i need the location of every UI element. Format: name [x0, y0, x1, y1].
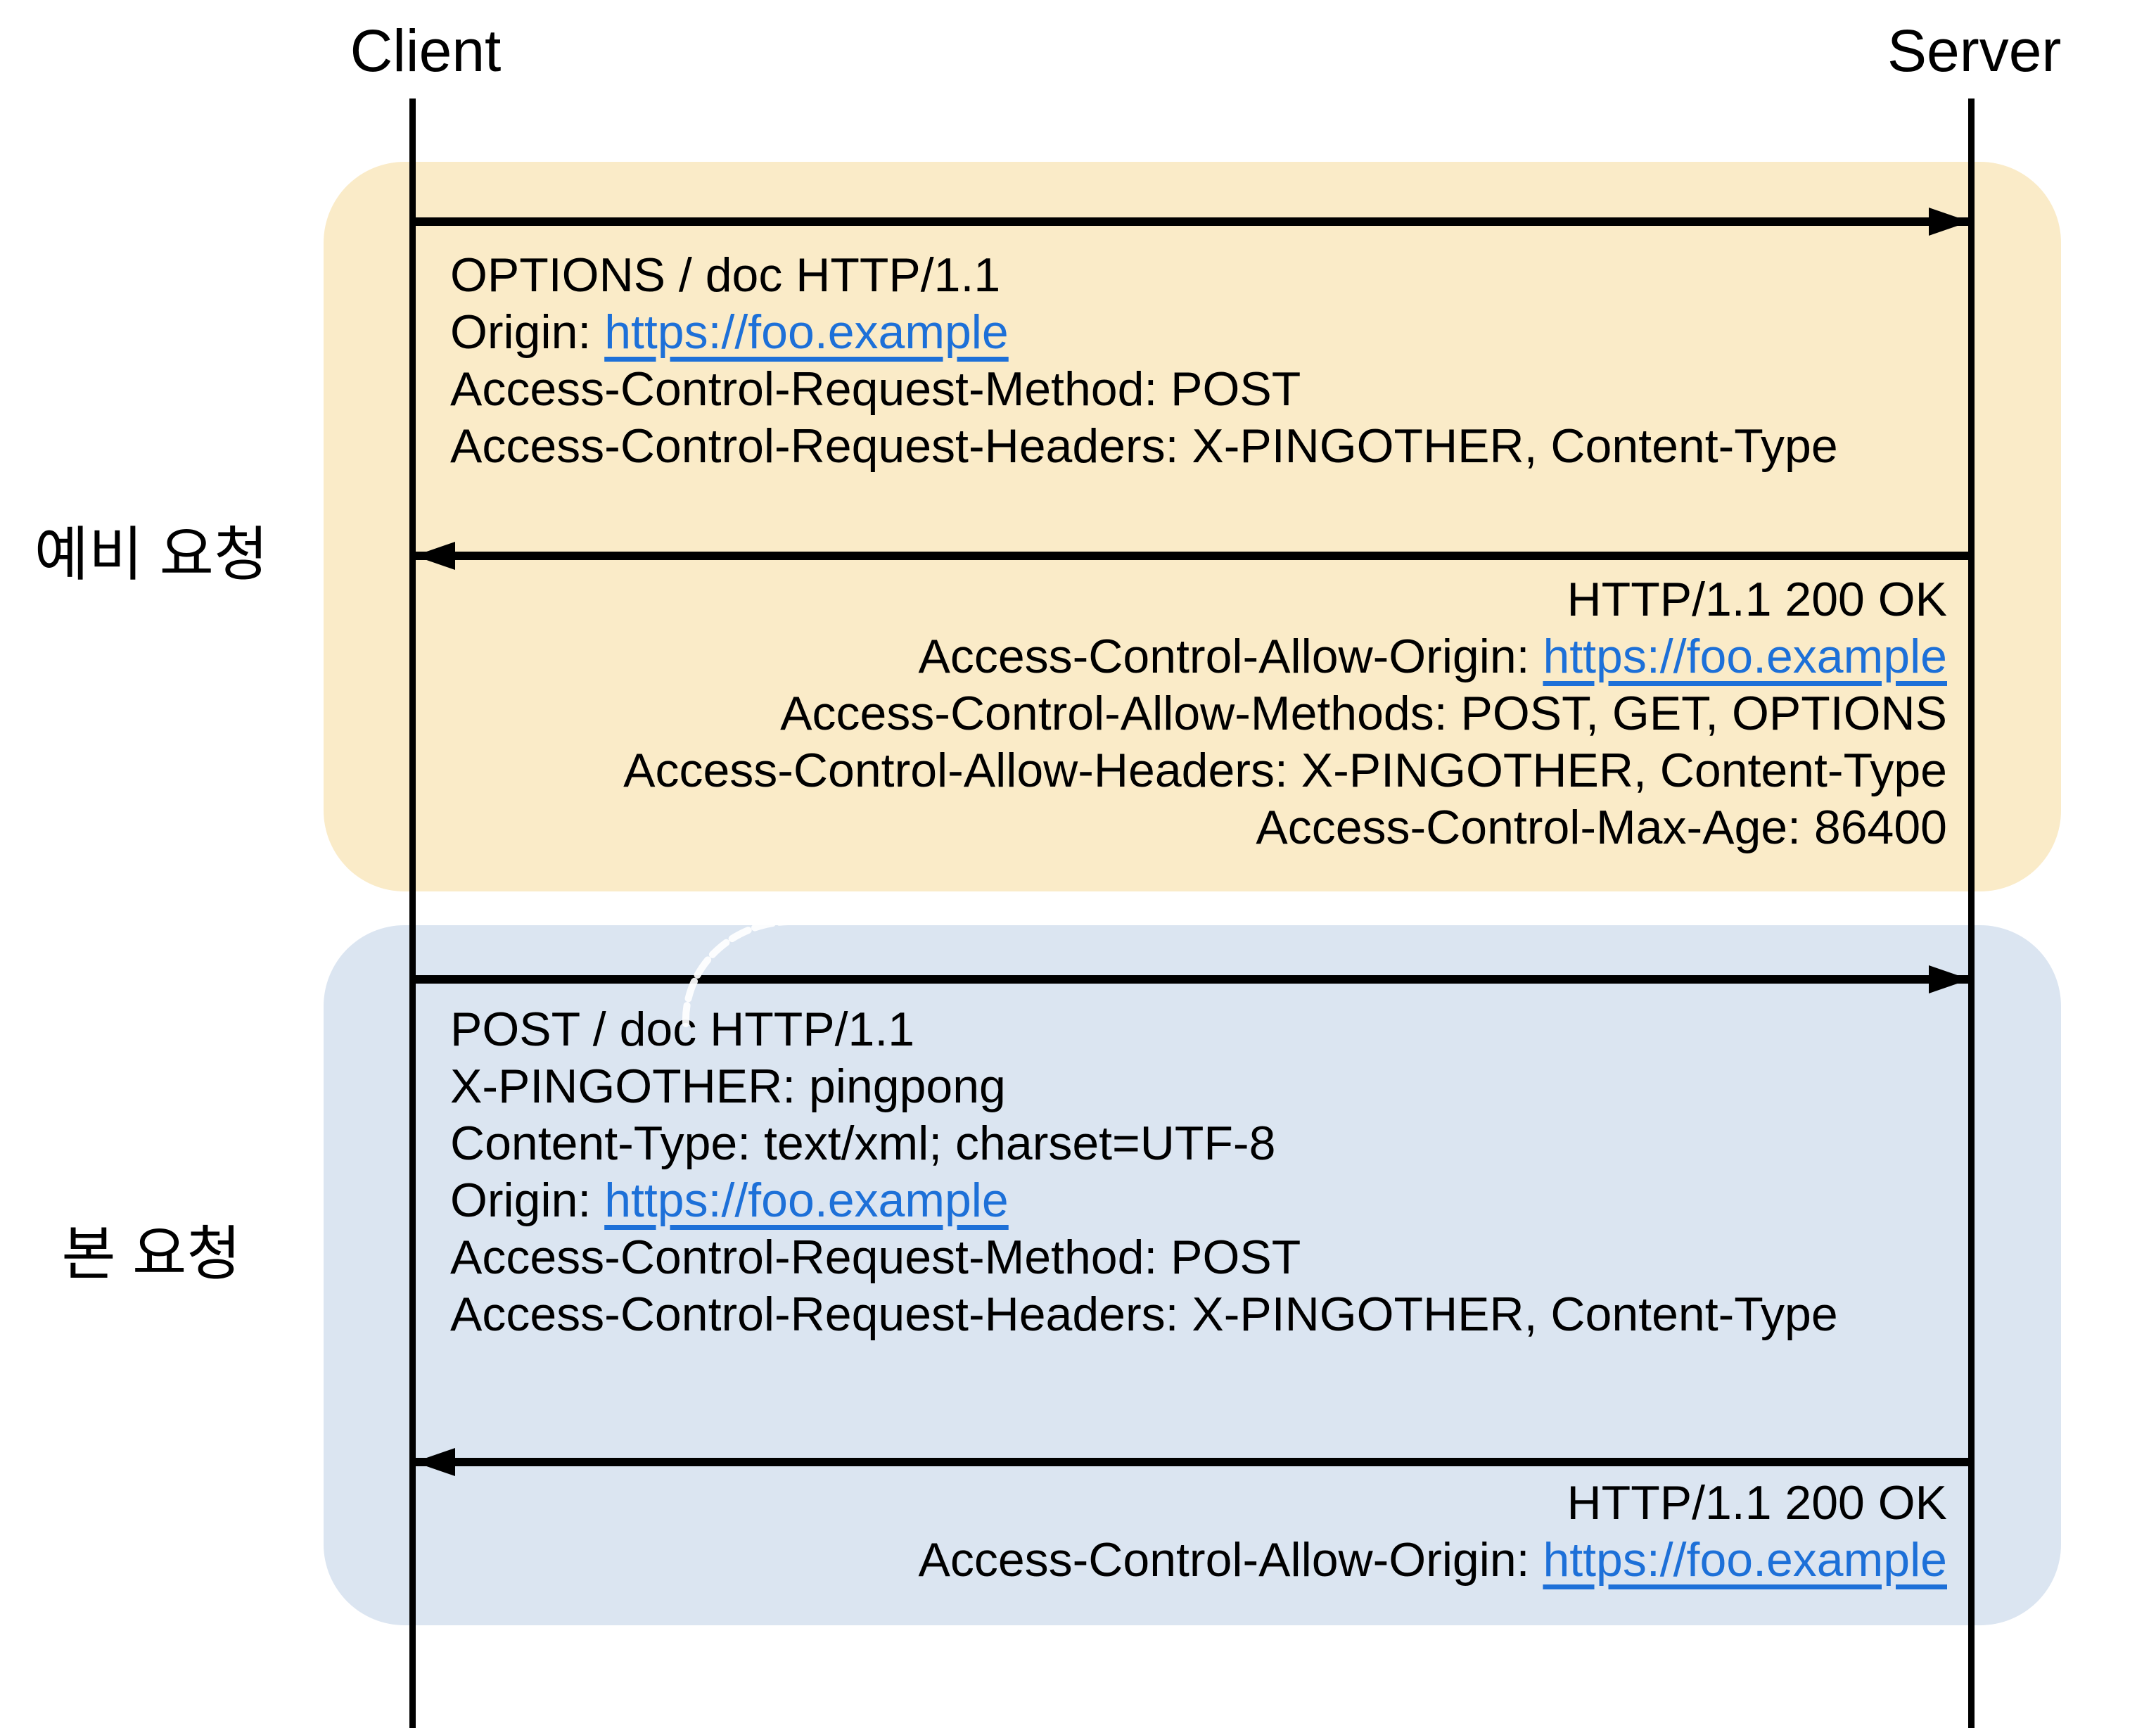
- preflight-response-line-3: Access-Control-Allow-Methods: POST, GET,…: [780, 687, 1947, 740]
- allow-origin-header-label: Access-Control-Allow-Origin:: [918, 1533, 1543, 1587]
- client-actor-label: Client: [350, 18, 502, 84]
- main-request-line-6: Access-Control-Request-Headers: X-PINGOT…: [450, 1288, 1838, 1341]
- preflight-response-line-5: Access-Control-Max-Age: 86400: [1256, 801, 1947, 854]
- origin-link[interactable]: https://foo.example: [604, 305, 1009, 359]
- origin-header-label: Origin:: [450, 1174, 605, 1227]
- preflight-request-line-4: Access-Control-Request-Headers: X-PINGOT…: [450, 419, 1838, 473]
- client-lifeline: [409, 99, 416, 1728]
- main-request-line-2: X-PINGOTHER: pingpong: [450, 1060, 1006, 1113]
- preflight-response-allow-origin-line: Access-Control-Allow-Origin: https://foo…: [623, 628, 1947, 685]
- main-section-label: 본 요청: [61, 1221, 241, 1287]
- main-response-line-1: HTTP/1.1 200 OK: [1567, 1476, 1947, 1530]
- arrowhead-right-icon: [1929, 208, 1970, 236]
- main-request-line-5: Access-Control-Request-Method: POST: [450, 1231, 1301, 1284]
- main-request-origin-line: Origin: https://foo.example: [450, 1172, 1838, 1229]
- main-response-allow-origin-line: Access-Control-Allow-Origin: https://foo…: [918, 1532, 1947, 1589]
- preflight-request-arrow: [415, 208, 1970, 236]
- preflight-request-line-3: Access-Control-Request-Method: POST: [450, 362, 1301, 416]
- preflight-section-label: 예비 요청: [34, 521, 269, 587]
- main-request-message: POST / doc HTTP/1.1 X-PINGOTHER: pingpon…: [450, 1001, 1838, 1343]
- main-request-line-1: POST / doc HTTP/1.1: [450, 1003, 915, 1056]
- preflight-response-arrow: [414, 542, 1968, 570]
- preflight-response-line-4: Access-Control-Allow-Headers: X-PINGOTHE…: [623, 744, 1947, 797]
- server-lifeline: [1968, 99, 1975, 1728]
- origin-header-label: Origin:: [450, 305, 605, 359]
- arrowhead-left-icon: [414, 1448, 455, 1476]
- main-section-background: [324, 925, 2061, 1625]
- preflight-response-line-1: HTTP/1.1 200 OK: [1567, 573, 1947, 626]
- allow-origin-link[interactable]: https://foo.example: [1543, 1533, 1947, 1587]
- allow-origin-header-label: Access-Control-Allow-Origin:: [918, 630, 1543, 683]
- allow-origin-link[interactable]: https://foo.example: [1543, 630, 1947, 683]
- preflight-response-message: HTTP/1.1 200 OK Access-Control-Allow-Ori…: [623, 571, 1947, 856]
- main-request-arrow: [415, 965, 1970, 993]
- preflight-request-line-1: OPTIONS / doc HTTP/1.1: [450, 248, 1001, 302]
- main-response-message: HTTP/1.1 200 OK Access-Control-Allow-Ori…: [918, 1475, 1947, 1589]
- server-actor-label: Server: [1887, 18, 2062, 84]
- preflight-section-background: [324, 162, 2061, 891]
- main-request-line-3: Content-Type: text/xml; charset=UTF-8: [450, 1117, 1276, 1170]
- arrowhead-right-icon: [1929, 965, 1970, 993]
- preflight-request-message: OPTIONS / doc HTTP/1.1 Origin: https://f…: [450, 247, 1838, 475]
- arrowhead-left-icon: [414, 542, 455, 570]
- white-arc-artifact: [682, 918, 791, 1027]
- preflight-request-origin-line: Origin: https://foo.example: [450, 304, 1838, 361]
- origin-link[interactable]: https://foo.example: [604, 1174, 1009, 1227]
- main-response-arrow: [414, 1448, 1968, 1476]
